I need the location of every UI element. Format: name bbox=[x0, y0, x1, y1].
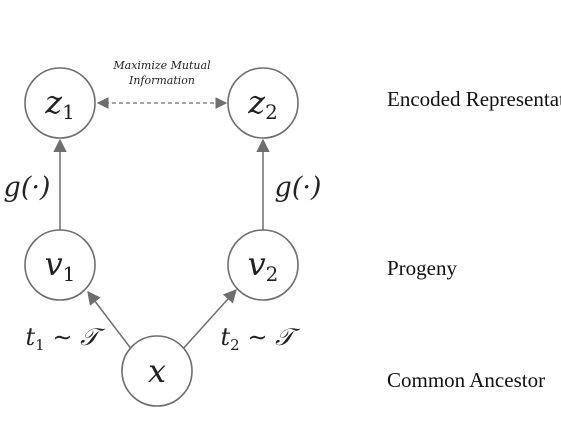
label-g-left: g(·) bbox=[4, 172, 51, 203]
edge-x-to-v1 bbox=[87, 290, 133, 351]
level-label-top: Encoded Representation bbox=[387, 87, 561, 111]
node-z2: z2 bbox=[227, 67, 299, 139]
node-v1: v1 bbox=[24, 229, 96, 301]
level-label-bottom: Common Ancestor bbox=[387, 368, 545, 392]
annotation-line-1: Maximize Mutual bbox=[112, 59, 211, 72]
annotation-line-2: Information bbox=[128, 74, 195, 87]
label-t1: t1 ∼ 𝒯 bbox=[26, 323, 107, 354]
svg-text:x: x bbox=[148, 352, 166, 390]
edge-x-to-v2 bbox=[181, 288, 237, 351]
node-x: x bbox=[121, 335, 193, 407]
level-label-middle: Progeny bbox=[387, 256, 457, 280]
svg-text:z2: z2 bbox=[247, 83, 278, 124]
svg-text:z1: z1 bbox=[44, 83, 75, 124]
svg-text:v2: v2 bbox=[248, 245, 279, 286]
svg-text:v1: v1 bbox=[45, 245, 76, 286]
label-t2: t2 ∼ 𝒯 bbox=[221, 323, 302, 354]
node-z1: z1 bbox=[24, 67, 96, 139]
node-v2: v2 bbox=[227, 229, 299, 301]
label-g-right: g(·) bbox=[275, 172, 322, 203]
